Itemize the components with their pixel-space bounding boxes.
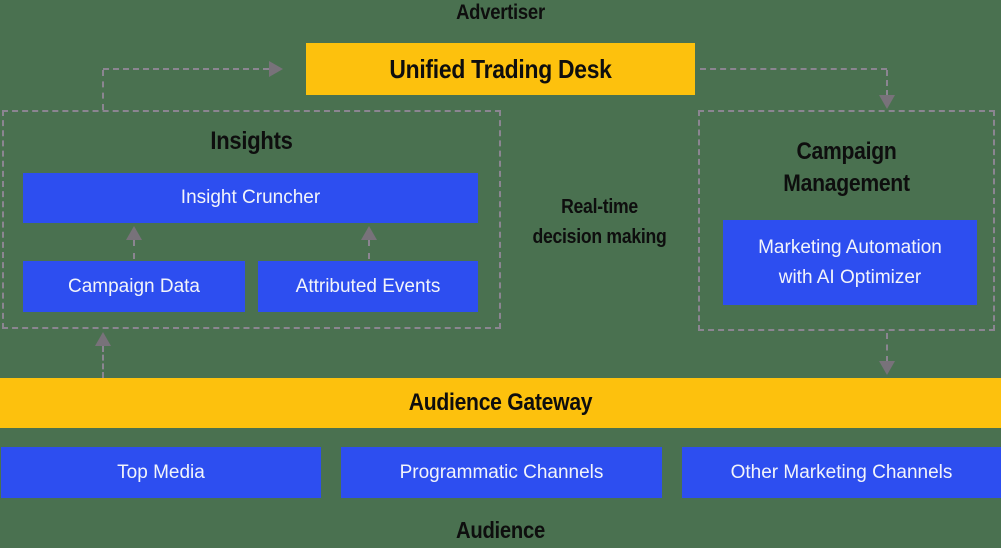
arrowhead-down-icon [879,95,895,109]
connector-campaign-data-to-cruncher [133,240,135,259]
connector-utd-to-cm-horizontal [700,68,887,70]
unified-trading-desk-label: Unified Trading Desk [389,53,612,84]
attributed-events-box: Attributed Events [258,261,478,312]
insight-cruncher-box: Insight Cruncher [23,173,478,223]
campaign-data-box: Campaign Data [23,261,245,312]
connector-cm-to-gateway [886,333,888,362]
programmatic-channels-label: Programmatic Channels [399,461,604,483]
programmatic-channels-box: Programmatic Channels [341,447,662,498]
audience-gateway-label: Audience Gateway [408,389,593,416]
attributed-events-label: Attributed Events [295,275,441,297]
connector-utd-to-cm-vertical [886,70,888,96]
campaign-management-title: Campaign Management [700,136,993,200]
audience-gateway-bar: Audience Gateway [0,378,1001,428]
connector-attributed-events-to-cruncher [368,240,370,259]
arrowhead-up-icon [361,226,377,240]
arrowhead-right-icon [269,61,283,77]
campaign-data-label: Campaign Data [67,275,201,297]
advertiser-label: Advertiser [456,1,545,24]
marketing-automation-line1: Marketing Automation [758,236,942,258]
arrowhead-up-icon [126,226,142,240]
audience-label: Audience [456,517,545,543]
marketing-automation-box: Marketing Automation with AI Optimizer [723,220,977,305]
arrowhead-down-icon [879,361,895,375]
insight-cruncher-label: Insight Cruncher [180,187,321,208]
other-marketing-channels-box: Other Marketing Channels [682,447,1001,498]
realtime-line2: decision making [532,226,667,248]
marketing-automation-line2: with AI Optimizer [778,266,922,288]
connector-insights-to-utd-vertical [102,70,104,110]
top-media-box: Top Media [1,447,321,498]
connector-insights-to-utd-horizontal [103,68,269,70]
other-marketing-channels-label: Other Marketing Channels [730,461,953,483]
connector-gateway-to-insights [102,346,104,378]
unified-trading-desk-box: Unified Trading Desk [306,43,695,95]
realtime-line1: Real-time [561,196,638,218]
insights-group: Insights [2,110,501,329]
arrowhead-up-icon [95,332,111,346]
insights-title: Insights [210,127,293,155]
campaign-management-title-line1: Campaign [796,138,897,165]
top-media-label: Top Media [117,461,205,483]
realtime-decision-text: Real-time decision making [501,192,698,252]
campaign-management-group: Campaign Management [698,110,995,331]
campaign-management-title-line2: Management [783,170,910,197]
